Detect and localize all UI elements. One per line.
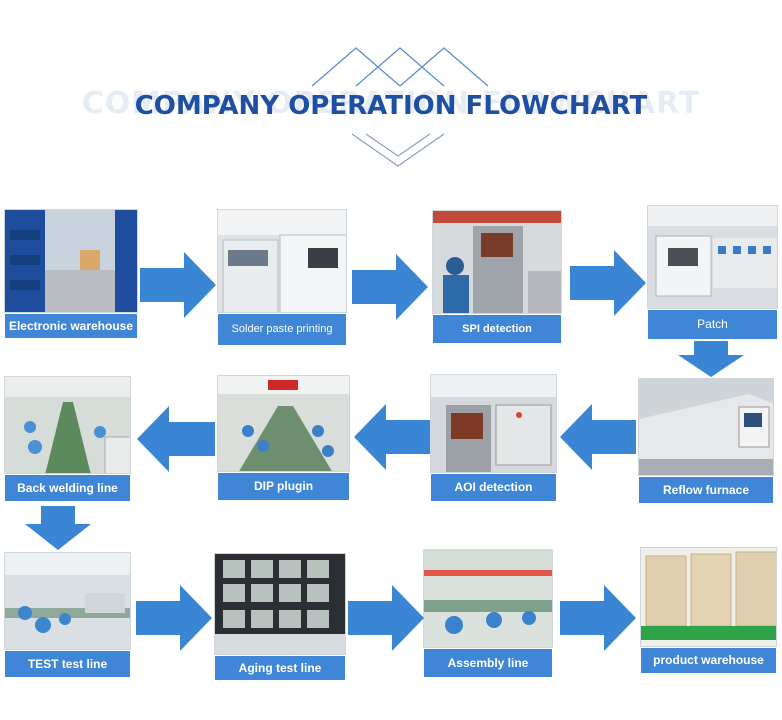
step-photo (4, 376, 131, 474)
step-photo (4, 209, 138, 313)
step-label: SPI detection (432, 314, 562, 344)
step-label: Assembly line (423, 648, 553, 678)
step-label: Solder paste printing (217, 313, 347, 346)
step-solder-paste-printing: Solder paste printing (217, 209, 347, 346)
arrow-left-icon (560, 404, 636, 470)
step-photo (640, 547, 777, 647)
step-label: Electronic warehouse (4, 313, 138, 339)
step-photo (423, 549, 553, 648)
step-photo (4, 552, 131, 650)
step-label: Back welding line (4, 474, 131, 502)
step-photo (217, 375, 350, 472)
arrow-right-icon (136, 585, 212, 651)
step-electronic-warehouse: Electronic warehouse (4, 209, 138, 339)
arrow-left-icon (354, 404, 430, 470)
arrow-right-icon (570, 250, 646, 316)
step-back-welding-line: Back welding line (4, 376, 131, 502)
step-label: DIP plugin (217, 472, 350, 501)
step-aoi-detection: AOI detection (430, 374, 557, 502)
step-spi-detection: SPI detection (432, 210, 562, 344)
step-reflow-furnace: Reflow furnace (638, 378, 774, 504)
step-test-test-line: TEST test line (4, 552, 131, 678)
step-label: TEST test line (4, 650, 131, 678)
step-photo (430, 374, 557, 473)
step-label: AOI detection (430, 473, 557, 502)
step-product-warehouse: product warehouse (640, 547, 777, 674)
step-photo (432, 210, 562, 314)
step-dip-plugin: DIP plugin (217, 375, 350, 501)
step-patch: Patch (647, 205, 778, 340)
step-photo (214, 553, 346, 655)
arrow-down-icon (25, 506, 91, 550)
arrow-right-icon (352, 254, 428, 320)
arrow-right-icon (348, 585, 424, 651)
step-photo (638, 378, 774, 476)
step-assembly-line: Assembly line (423, 549, 553, 678)
step-label: Aging test line (214, 655, 346, 681)
step-label: Reflow furnace (638, 476, 774, 504)
arrow-right-icon (560, 585, 636, 651)
step-label: product warehouse (640, 647, 777, 674)
step-label: Patch (647, 309, 778, 340)
arrow-down-icon (678, 341, 744, 377)
page-title: COMPANY OPERATION FLOWCHART (134, 91, 648, 121)
step-aging-test-line: Aging test line (214, 553, 346, 681)
header: COMPANY OPERATION FLOWCHART COMPANY OPER… (0, 0, 782, 180)
arrow-right-icon (140, 252, 216, 318)
title-decoration (311, 47, 489, 167)
title-watermark: COMPANY OPERATION FLOWCHART (81, 86, 701, 121)
step-photo (647, 205, 778, 309)
arrow-left-icon (137, 406, 215, 472)
step-photo (217, 209, 347, 313)
